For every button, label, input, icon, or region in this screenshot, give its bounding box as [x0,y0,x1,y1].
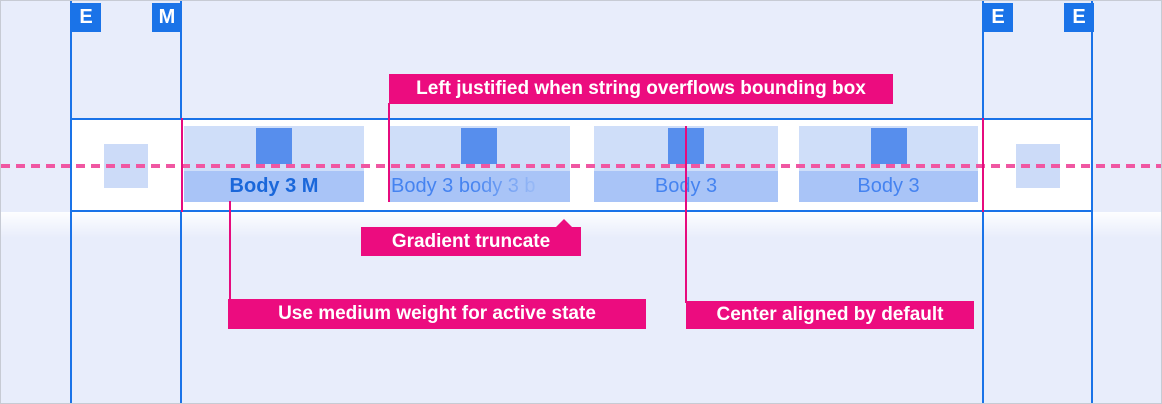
tab-item[interactable]: Body 3 [799,126,978,202]
tab-icon-area [799,126,978,171]
margin-line-left [181,118,183,212]
tab-label: Body 3 [799,171,978,202]
annotation-gradient-truncate: Gradient truncate [361,219,581,256]
tab-label: Body 3 M [184,171,364,202]
bar-glow-gradient [1,212,1161,238]
tab-icon-placeholder [256,128,292,164]
margin-marker-e: E [71,3,101,32]
tab-item-active[interactable]: Body 3 M [184,126,364,202]
baseline-dashed-line [1,164,1161,168]
tab-icon-area [184,126,364,171]
pointer-line-medium-weight [229,201,231,299]
margin-marker-m: M [152,3,182,32]
annotation-text: Gradient truncate [391,231,551,252]
arrow-up-icon [555,219,573,228]
pointer-line-left-justified [388,103,390,202]
tab-icon-placeholder [461,128,497,164]
margin-marker-e: E [983,3,1013,32]
margin-line-right [982,118,984,212]
tab-label: Body 3 body 3 b [388,171,570,202]
annotation-medium-weight: Use medium weight for active state [228,299,646,329]
tab-icon-placeholder [870,128,907,164]
margin-marker-e: E [1064,3,1094,32]
pointer-line-center-aligned [685,126,687,303]
gradient-fade-overlay [470,171,570,202]
annotation-left-justified: Left justified when string overflows bou… [389,74,893,104]
tab-item-truncated[interactable]: Body 3 body 3 b [388,126,570,202]
annotation-center-aligned: Center aligned by default [686,301,974,329]
tab-icon-area [388,126,570,171]
